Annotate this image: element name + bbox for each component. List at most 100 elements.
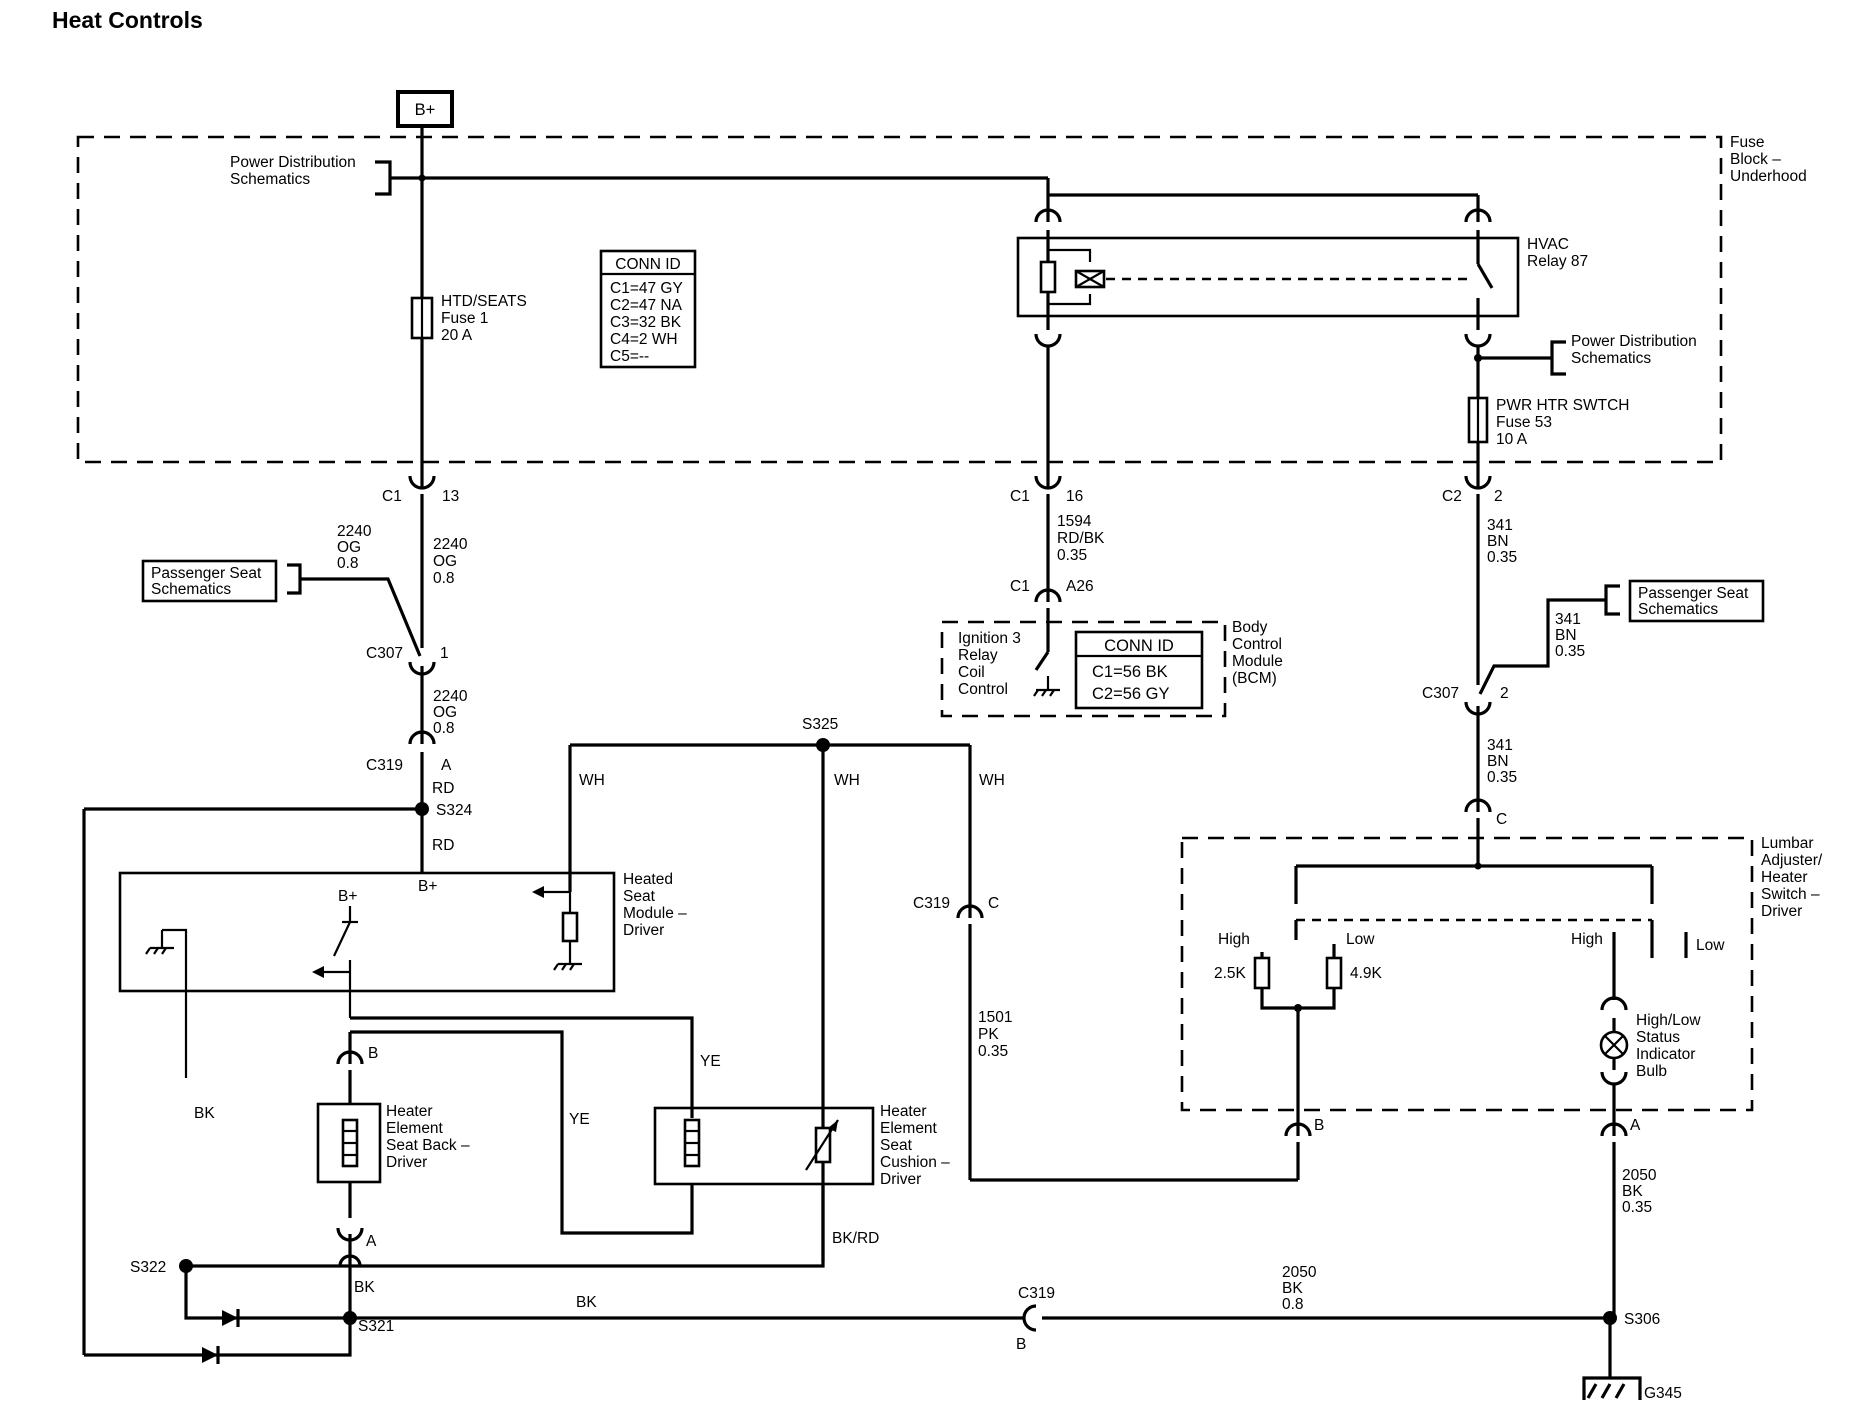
svg-text:Ignition 3 Relay C: Ignition 3 Relay Coil Control (958, 630, 1025, 698)
connector-lumbar-a: A (1600, 1117, 1641, 1318)
connector-c307-2: C307 2 (1422, 685, 1509, 800)
wire-label-2240-og-a: 2240 OG 0.8 (337, 523, 376, 572)
svg-text:Low: Low (1346, 931, 1375, 948)
connector-c319-b: C319 B (1016, 1285, 1610, 1353)
svg-text:Passenger Seat Schematic: Passenger Seat Schematics (151, 565, 266, 598)
svg-text:S321: S321 (358, 1318, 394, 1335)
heater-element-seat-back-driver: B A Heater Element Seat Back – Driver (316, 1032, 470, 1258)
svg-text:C: C (1496, 811, 1507, 828)
passenger-seat-schematics-left: Passenger Seat Schematics (141, 559, 422, 657)
svg-text:C2: C2 (1442, 488, 1462, 505)
svg-text:2: 2 (1500, 685, 1509, 702)
svg-text:A: A (366, 1233, 377, 1250)
wire-label-2240-og-c: 2240 OG 0.8 (433, 688, 472, 737)
module-b-plus-label: B+ (418, 878, 437, 895)
splice-s306: S306 (1582, 1311, 1660, 1400)
svg-text:C1: C1 (1010, 578, 1030, 595)
wire-label-bk-c: BK (576, 1294, 597, 1311)
heater-element-seat-cushion-driver: Heater Element Seat Cushion – Driver (653, 1103, 950, 1188)
svg-text:S325: S325 (802, 716, 838, 733)
svg-text:Lumbar Adjuster/ H: Lumbar Adjuster/ Heater Switch – Driver (1761, 835, 1826, 920)
svg-text:2: 2 (1494, 488, 1503, 505)
svg-text:C1: C1 (1010, 488, 1030, 505)
body-control-module-bcm: C1 A26 Ignition 3 Relay Coil Control CON… (940, 578, 1287, 718)
svg-text:C1: C1 (382, 488, 402, 505)
connector-c307-1: C307 1 (366, 645, 449, 732)
wire-label-2240-og-b: 2240 OG 0.8 (433, 536, 472, 587)
svg-text:Power Distribution Schem: Power Distribution Schematics (230, 154, 360, 188)
svg-text:CONN ID: CONN ID (1104, 637, 1174, 655)
wire-label-rd-b: RD (432, 837, 454, 854)
svg-text:4.9K: 4.9K (1350, 965, 1383, 982)
svg-text:HVAC Relay 87: HVAC Relay 87 (1527, 236, 1588, 270)
ground-g345-icon: G345 (1586, 1383, 1682, 1402)
wire-label-2050-bk-a: 2050 BK 0.35 (1622, 1167, 1661, 1216)
wire-label-bk-b: BK (354, 1279, 375, 1296)
conn-id-table-fuse-block: CONN ID C1=47 GY C2=47 NA C3=32 BK C4=2 … (599, 249, 697, 369)
svg-text:B+: B+ (415, 101, 436, 119)
svg-text:S324: S324 (436, 802, 473, 819)
wire-label-2050-bk-b: 2050 BK 0.8 (1282, 1264, 1321, 1313)
splice-s324: S324 (82, 802, 473, 1355)
battery-b-plus: B+ (396, 90, 454, 128)
connector-c319-c: C319 C (913, 895, 1290, 1182)
svg-text:B: B (1314, 1117, 1324, 1134)
connector-c1-13: C1 13 (382, 470, 459, 648)
svg-text:Power Distribution Schem: Power Distribution Schematics (1571, 333, 1701, 367)
svg-text:S306: S306 (1624, 1311, 1660, 1328)
wire-label-rd-a: RD (432, 780, 454, 797)
svg-text:A26: A26 (1066, 578, 1094, 595)
svg-text:A: A (1630, 1117, 1641, 1134)
svg-text:Passenger Seat Schematic: Passenger Seat Schematics (1638, 585, 1753, 618)
hvac-relay-87: HVAC Relay 87 (1016, 208, 1588, 348)
wire-label-341-bn-a: 341 BN 0.35 (1487, 517, 1517, 566)
splice-s322: S322 (130, 1259, 193, 1276)
svg-text:PWR HTR SWTCH Fuse 53: PWR HTR SWTCH Fuse 53 10 A (1496, 397, 1634, 448)
svg-text:G345: G345 (1644, 1385, 1682, 1402)
svg-text:B: B (368, 1045, 378, 1062)
fuse-block-underhood: Fuse Block – Underhood (76, 134, 1807, 464)
fuse-1-htd-seats: HTD/SEATS Fuse 1 20 A (410, 293, 531, 344)
wire-label-ye-a: YE (700, 1053, 721, 1070)
svg-text:Heated Seat Module: Heated Seat Module – Driver (623, 871, 691, 939)
fuse-block-label: Fuse Block – Underhood (1730, 134, 1807, 185)
wire-label-wh-b: WH (834, 772, 860, 789)
connector-c2-2: C2 2 (1442, 470, 1503, 685)
splice-s325: S325 (802, 716, 838, 752)
svg-text:Low: Low (1696, 937, 1725, 954)
svg-text:C319: C319 (366, 757, 403, 774)
svg-text:C307: C307 (366, 645, 403, 662)
svg-text:16: 16 (1066, 488, 1083, 505)
svg-text:High/Low Status In: High/Low Status Indicator Bulb (1636, 1012, 1705, 1080)
svg-text:2.5K: 2.5K (1214, 965, 1247, 982)
svg-text:1: 1 (440, 645, 449, 662)
svg-text:HTD/SEATS Fuse 1 2: HTD/SEATS Fuse 1 20 A (441, 293, 531, 344)
svg-text:Body Control Modul: Body Control Module (BCM) (1232, 619, 1287, 687)
svg-text:13: 13 (442, 488, 459, 505)
svg-text:C1=56 BK C2=56 GY: C1=56 BK C2=56 GY (1092, 663, 1172, 703)
svg-text:CONN ID: CONN ID (615, 256, 680, 273)
svg-text:S322: S322 (130, 1259, 166, 1276)
wire-label-1594-rdbk: 1594 RD/BK 0.35 (1057, 513, 1109, 564)
svg-text:C319: C319 (1018, 1285, 1055, 1302)
passenger-seat-schematics-right: Passenger Seat Schematics (1478, 579, 1765, 695)
svg-text:C307: C307 (1422, 685, 1459, 702)
wire-label-341-bn-c: 341 BN 0.35 (1487, 737, 1517, 786)
svg-text:B: B (1016, 1336, 1026, 1353)
wire-label-bk-rd: BK/RD (832, 1230, 879, 1247)
lumbar-adjuster-heater-switch-driver: C Lumbar Adjuster/ Heater Switch – Drive… (1180, 798, 1826, 1118)
svg-text:A: A (441, 757, 452, 774)
wire-label-bk-a: BK (194, 1105, 215, 1122)
connector-lumbar-b: B (1284, 1117, 1324, 1182)
power-distribution-ref-left: Power Distribution Schematics (230, 154, 426, 196)
wire-label-wh-a: WH (579, 772, 605, 789)
svg-text:High: High (1571, 931, 1603, 948)
svg-text:C1=47 GY C2=47 NA: C1=47 GY C2=47 NA C3=32 BK C4=2 WH C5=-- (610, 280, 687, 365)
connector-c1-16: C1 16 (1010, 470, 1083, 596)
svg-text:B+: B+ (338, 888, 357, 905)
page-title: Heat Controls (52, 7, 203, 33)
heated-seat-module-driver: B+ Heated Seat Module – Driver B+ (118, 871, 691, 1078)
wire-label-341-bn-b: 341 BN 0.35 (1555, 611, 1585, 660)
wire-label-1501-pk: 1501 PK 0.35 (978, 1009, 1017, 1060)
